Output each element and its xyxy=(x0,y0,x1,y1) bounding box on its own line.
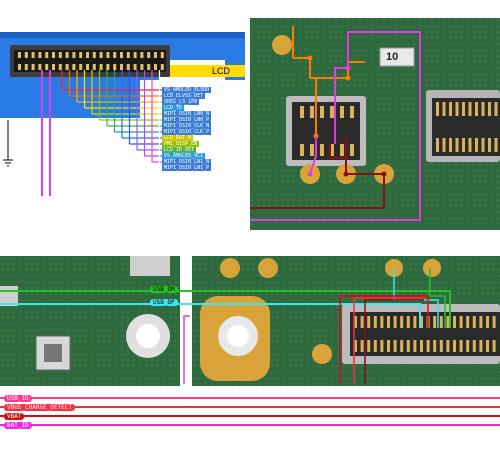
lcd-signal-tag: MIPI_DSI0_CLK_N xyxy=(162,123,212,129)
power-signal-label: USB_ID xyxy=(4,395,32,402)
usb-signal-label: USB_DP xyxy=(150,299,178,306)
board-bottom-drawing xyxy=(0,256,500,386)
lcd-schematic-drawing xyxy=(0,32,245,196)
power-lines-drawing xyxy=(0,397,500,426)
board-top-drawing xyxy=(250,18,500,230)
lcd-signal-tag: LCD_RST_N xyxy=(162,135,194,141)
power-signal-label: VBUS_CHARGE_DETECT xyxy=(4,404,76,411)
lcd-signal-tag: VREG_L3_1P8 xyxy=(162,99,200,105)
power-signal-label: BAT_ID xyxy=(4,422,32,429)
lcd-signal-tag: VS_AMOLED_VCI xyxy=(162,153,206,159)
lcd-signal-tag: LCD_ID_DET xyxy=(162,147,197,153)
usb-signal-label: USB_DM xyxy=(150,286,178,293)
board-bottom-photo xyxy=(0,256,500,386)
lcd-label: LCD xyxy=(212,66,231,76)
component-marking: 10 xyxy=(386,51,399,63)
lcd-signal-tag: MIPI_DSI0_LN0_N xyxy=(162,111,212,117)
lcd-signal-tag: MIPI_DSI0_LN1_P xyxy=(162,165,212,171)
lcd-signal-tag: PMI_DISP_EN xyxy=(162,141,200,147)
lcd-signal-tag: MIPI_DSI0_CLK_P xyxy=(162,129,212,135)
lcd-signal-tag: MIPI_DSI0_LN1_N xyxy=(162,159,212,165)
power-signal-label: VBAT xyxy=(4,413,25,420)
lcd-signal-tag: VS_AMOLED_ELVDD xyxy=(162,87,212,93)
power-signal-lines xyxy=(0,394,500,434)
lcd-signal-tag: MIPI_DSI0_LN0_P xyxy=(162,117,212,123)
lcd-signal-tag: LCD_ELVSS_DET xyxy=(162,93,206,99)
lcd-signal-tag: LCD_TE xyxy=(162,105,185,111)
board-top-photo: 10 xyxy=(250,18,500,230)
